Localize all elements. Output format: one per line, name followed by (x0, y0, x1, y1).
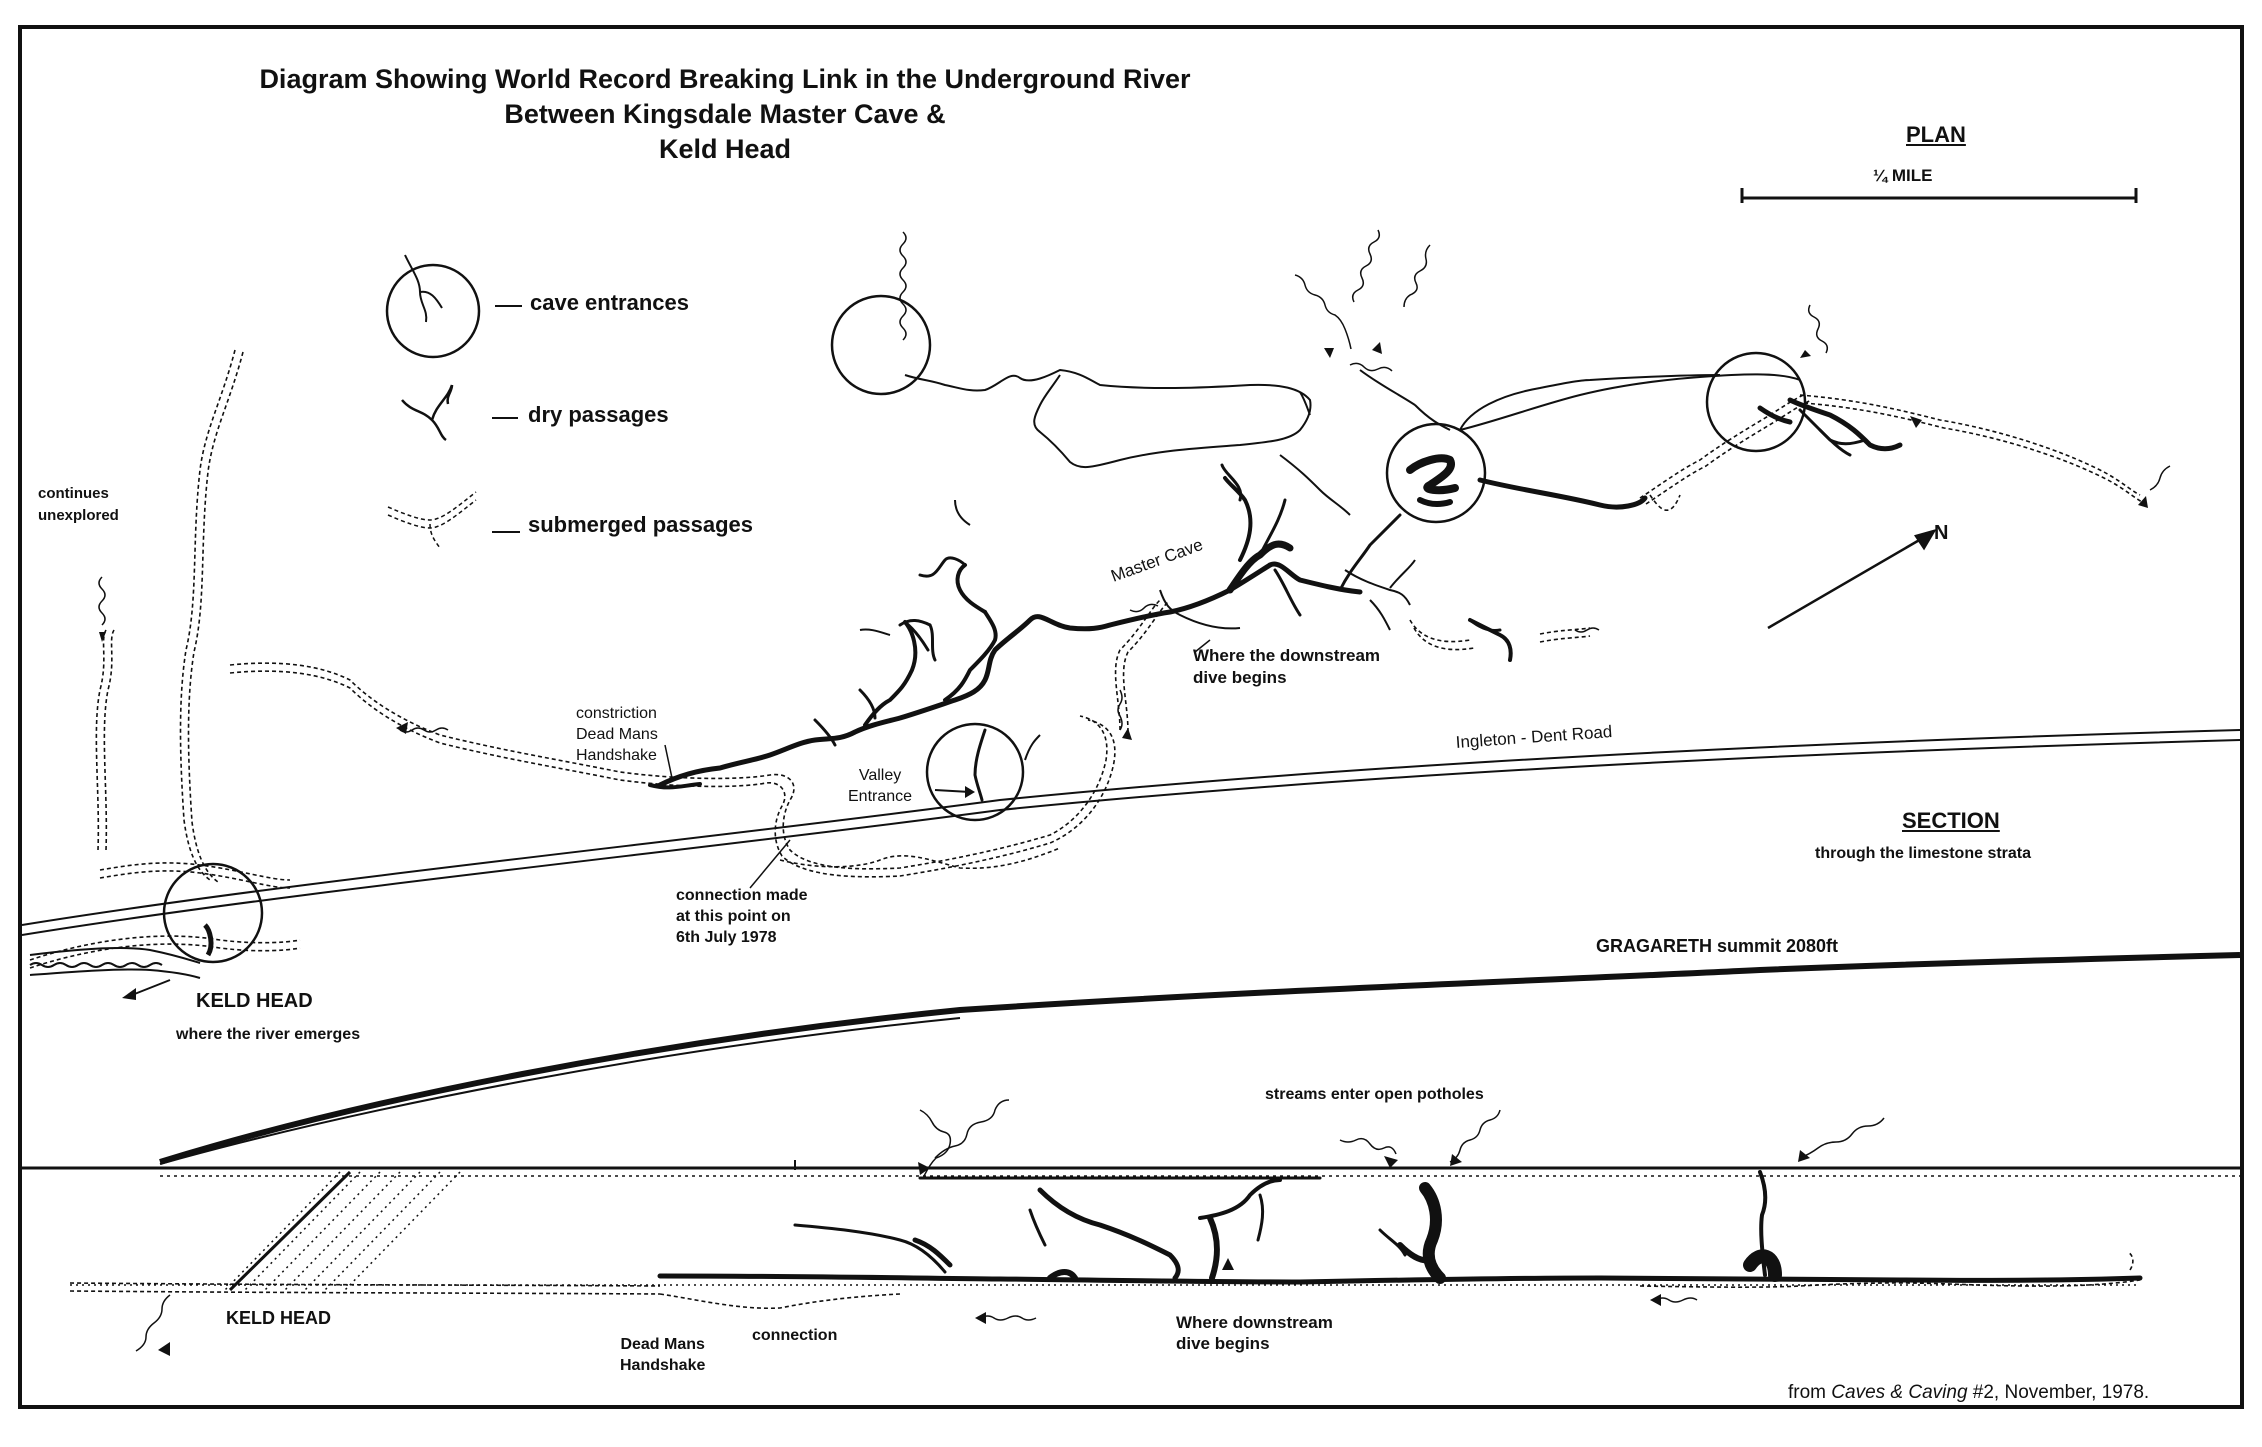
downstream-line-2: dive begins (1193, 668, 1287, 687)
plan-heading: PLAN (1906, 122, 1966, 147)
connection-section-label: connection (752, 1327, 838, 1344)
north-label: N (1934, 522, 1949, 544)
downstream-section-label: Where downstream dive begins (1176, 1312, 1333, 1354)
section-downstream-line-1: Where downstream (1176, 1313, 1333, 1332)
caption-prefix: from (1788, 1382, 1832, 1403)
river-emerges-label: where the river emerges (176, 1026, 361, 1043)
cave-entrances (162, 294, 1807, 964)
caption-source: Caves & Caving (1831, 1382, 1968, 1403)
title-line-1: Diagram Showing World Record Breaking Li… (259, 64, 1191, 94)
downstream-line-1: Where the downstream (1193, 646, 1381, 665)
legend-dry-passage-icon (401, 384, 454, 442)
submerged-passages (29, 349, 2145, 969)
stream-arrows (99, 342, 2148, 740)
continues-text: continues (38, 485, 109, 502)
scale-bar (1740, 188, 2138, 203)
legend-submerged-passages-label: submerged passages (528, 512, 753, 537)
section-submerged (69, 1251, 2141, 1310)
master-cave-passage (648, 397, 1903, 802)
keld-head-arrow-icon (122, 988, 136, 1000)
streams-label: streams enter open potholes (1265, 1086, 1484, 1103)
connection-line-3: 6th July 1978 (676, 929, 777, 946)
north-arrow-icon (1767, 528, 1937, 630)
map-frame (18, 25, 2244, 1409)
hill-profile (159, 952, 2241, 1165)
constriction-pointer (664, 744, 673, 779)
legend-cave-entrance-icon (385, 254, 481, 359)
dry-passages (859, 368, 1801, 761)
title-line-3: Keld Head (658, 134, 792, 164)
scale-label: ¼ MILE (1873, 166, 1933, 185)
limestone-strata (70, 1171, 2140, 1291)
gragareth-summit-label: GRAGARETH summit 2080ft (1596, 936, 1839, 956)
caption-suffix: #2, November, 1978. (1967, 1382, 2150, 1403)
surface-streams (98, 229, 2171, 733)
dead-mans-text: Dead Mans (576, 726, 658, 743)
source-caption: from Caves & Caving #2, November, 1978. (1788, 1382, 2149, 1404)
downstream-pointer (1194, 639, 1211, 653)
connection-label: connection made at this point on 6th Jul… (676, 885, 808, 948)
connection-line-1: connection made (676, 887, 808, 904)
section-arrows (158, 1150, 1810, 1356)
downstream-dive-label: Where the downstream dive begins (1193, 645, 1380, 689)
unexplored-text: unexplored (38, 507, 119, 524)
legend-cave-entrances-label: cave entrances (530, 290, 689, 315)
valley-entrance-pointer (934, 789, 971, 793)
valley-entrance-label: Valley Entrance (848, 765, 912, 807)
road-ingleton-dent (21, 729, 2241, 936)
valley-text: Valley (858, 767, 902, 784)
section-dead-mans-text: Dead Mans (620, 1336, 705, 1353)
entrance-text: Entrance (848, 788, 913, 805)
connection-line-2: at this point on (676, 908, 791, 925)
constriction-text: constriction (576, 705, 657, 722)
section-streams (135, 1099, 1885, 1352)
dead-mans-handshake-section-label: Dead Mans Handshake (620, 1334, 705, 1376)
section-handshake-text: Handshake (620, 1357, 706, 1374)
section-downstream-line-2: dive begins (1176, 1334, 1270, 1353)
legend-dry-passages-label: dry passages (528, 402, 669, 427)
section-subheading: through the limestone strata (1815, 845, 2032, 862)
continues-unexplored-label: continues unexplored (38, 483, 119, 527)
section-passages (657, 1170, 2143, 1285)
valley-arrow-icon (965, 786, 975, 798)
constriction-label: constriction Dead Mans Handshake (576, 703, 658, 766)
title-line-2: Between Kingsdale Master Cave & (504, 99, 946, 129)
handshake-text: Handshake (576, 747, 657, 764)
keld-head-outflow (29, 923, 214, 996)
section-heading: SECTION (1902, 808, 2000, 833)
keld-head-section-label: KELD HEAD (226, 1308, 332, 1328)
legend-submerged-passage-icon (387, 491, 477, 549)
keld-head-plan-label: KELD HEAD (196, 990, 313, 1012)
connection-pointer (749, 839, 791, 889)
map-title: Diagram Showing World Record Breaking Li… (205, 62, 1245, 167)
